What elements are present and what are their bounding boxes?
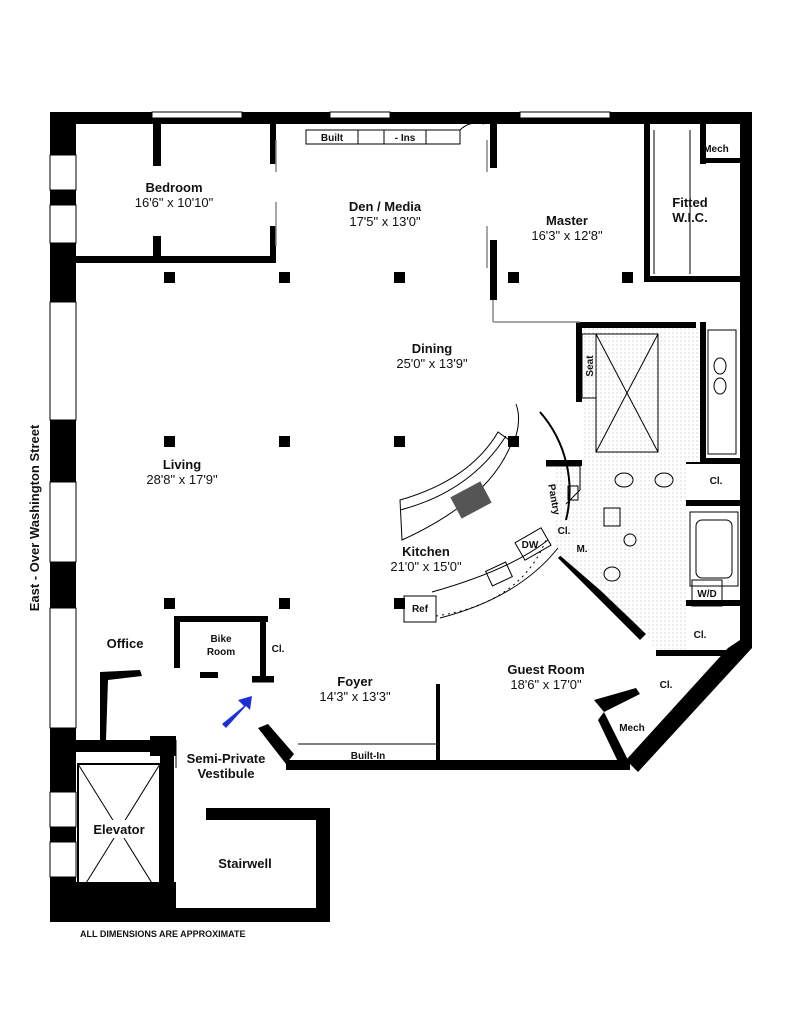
stairwell-name: Stairwell: [218, 856, 271, 871]
wic-name-line2: W.I.C.: [672, 210, 707, 225]
wic-name-line1: Fitted: [672, 195, 707, 210]
partitions: [275, 130, 691, 745]
foyer-name: Foyer: [337, 674, 372, 689]
pantry-label: Pantry: [545, 483, 561, 516]
kitchen-name: Kitchen: [402, 544, 450, 559]
seat-label: Seat: [585, 355, 596, 377]
room-stairwell: Stairwell: [218, 856, 271, 871]
vestibule-name-line1: Semi-Private: [187, 751, 266, 766]
room-wic: Fitted W.I.C.: [672, 195, 707, 225]
cl-hall-label: Cl.: [694, 630, 707, 641]
cl-kitchen-label: Cl.: [558, 526, 571, 537]
door-swings: [175, 681, 274, 768]
windows-left: [49, 154, 77, 878]
built-top-left-label: Built: [321, 133, 344, 144]
room-dining: Dining 25'0" x 13'9": [396, 341, 468, 371]
m-label: M.: [576, 544, 587, 555]
room-master: Master 16'3" x 12'8": [531, 213, 603, 243]
living-dim: 28'8" x 17'9": [146, 472, 218, 487]
dimensions-note: All dimensions are approximate: [80, 929, 246, 939]
office-name: Office: [107, 636, 144, 651]
room-bedroom: Bedroom 16'6" x 10'10": [135, 180, 214, 210]
ref-label: Ref: [412, 604, 429, 615]
vestibule-name-line2: Vestibule: [197, 766, 254, 781]
built-in-bottom-label: Built-In: [351, 751, 385, 762]
cl-bath-label: Cl.: [710, 476, 723, 487]
elevator-name: Elevator: [93, 822, 144, 837]
foyer-dim: 14'3" x 13'3": [319, 689, 391, 704]
columns: [164, 272, 633, 609]
den-dim: 17'5" x 13'0": [349, 214, 421, 229]
entry-arrow: [222, 696, 252, 728]
built-top-right-label: - Ins: [395, 133, 416, 144]
cooktop: [450, 481, 492, 519]
bike-name-line1: Bike: [210, 634, 232, 645]
living-name: Living: [163, 457, 201, 472]
bike-name-line2: Room: [207, 647, 235, 658]
bedroom-dim: 16'6" x 10'10": [135, 195, 214, 210]
room-kitchen: Kitchen 21'0" x 15'0": [390, 544, 462, 574]
dining-name: Dining: [412, 341, 452, 356]
dining-dim: 25'0" x 13'9": [396, 356, 468, 371]
windows-top: [151, 111, 611, 119]
room-vestibule: Semi-Private Vestibule: [187, 751, 266, 781]
den-name: Den / Media: [349, 199, 422, 214]
svg-text:East - Over Washington Street: East - Over Washington Street: [27, 424, 42, 611]
room-den: Den / Media 17'5" x 13'0": [349, 199, 422, 229]
cl-guest-label: Cl.: [660, 680, 673, 691]
room-elevator: Elevator: [82, 820, 156, 838]
cl-bike-label: Cl.: [272, 644, 285, 655]
room-office: Office: [107, 636, 144, 651]
master-bath: [546, 328, 739, 650]
master-name: Master: [546, 213, 588, 228]
mech-top-label: Mech: [703, 144, 729, 155]
bedroom-name: Bedroom: [145, 180, 202, 195]
kitchen-dim: 21'0" x 15'0": [390, 559, 462, 574]
street-label: East - Over Washington Street: [27, 424, 42, 611]
dw-label: DW: [522, 540, 539, 551]
room-living: Living 28'8" x 17'9": [146, 457, 218, 487]
room-guest: Guest Room 18'6" x 17'0": [507, 662, 584, 692]
master-dim: 16'3" x 12'8": [531, 228, 603, 243]
mech-bottom-label: Mech: [619, 723, 645, 734]
fixture-labels: Mech Mech Built - Ins Built-In Seat Pant…: [272, 133, 729, 762]
guest-dim: 18'6" x 17'0": [510, 677, 582, 692]
kitchen-counters: [399, 403, 571, 623]
room-foyer: Foyer 14'3" x 13'3": [319, 674, 391, 704]
top-built-ins: [305, 122, 485, 145]
room-bike: Bike Room: [207, 634, 235, 658]
guest-name: Guest Room: [507, 662, 584, 677]
wd-label: W/D: [697, 589, 716, 600]
